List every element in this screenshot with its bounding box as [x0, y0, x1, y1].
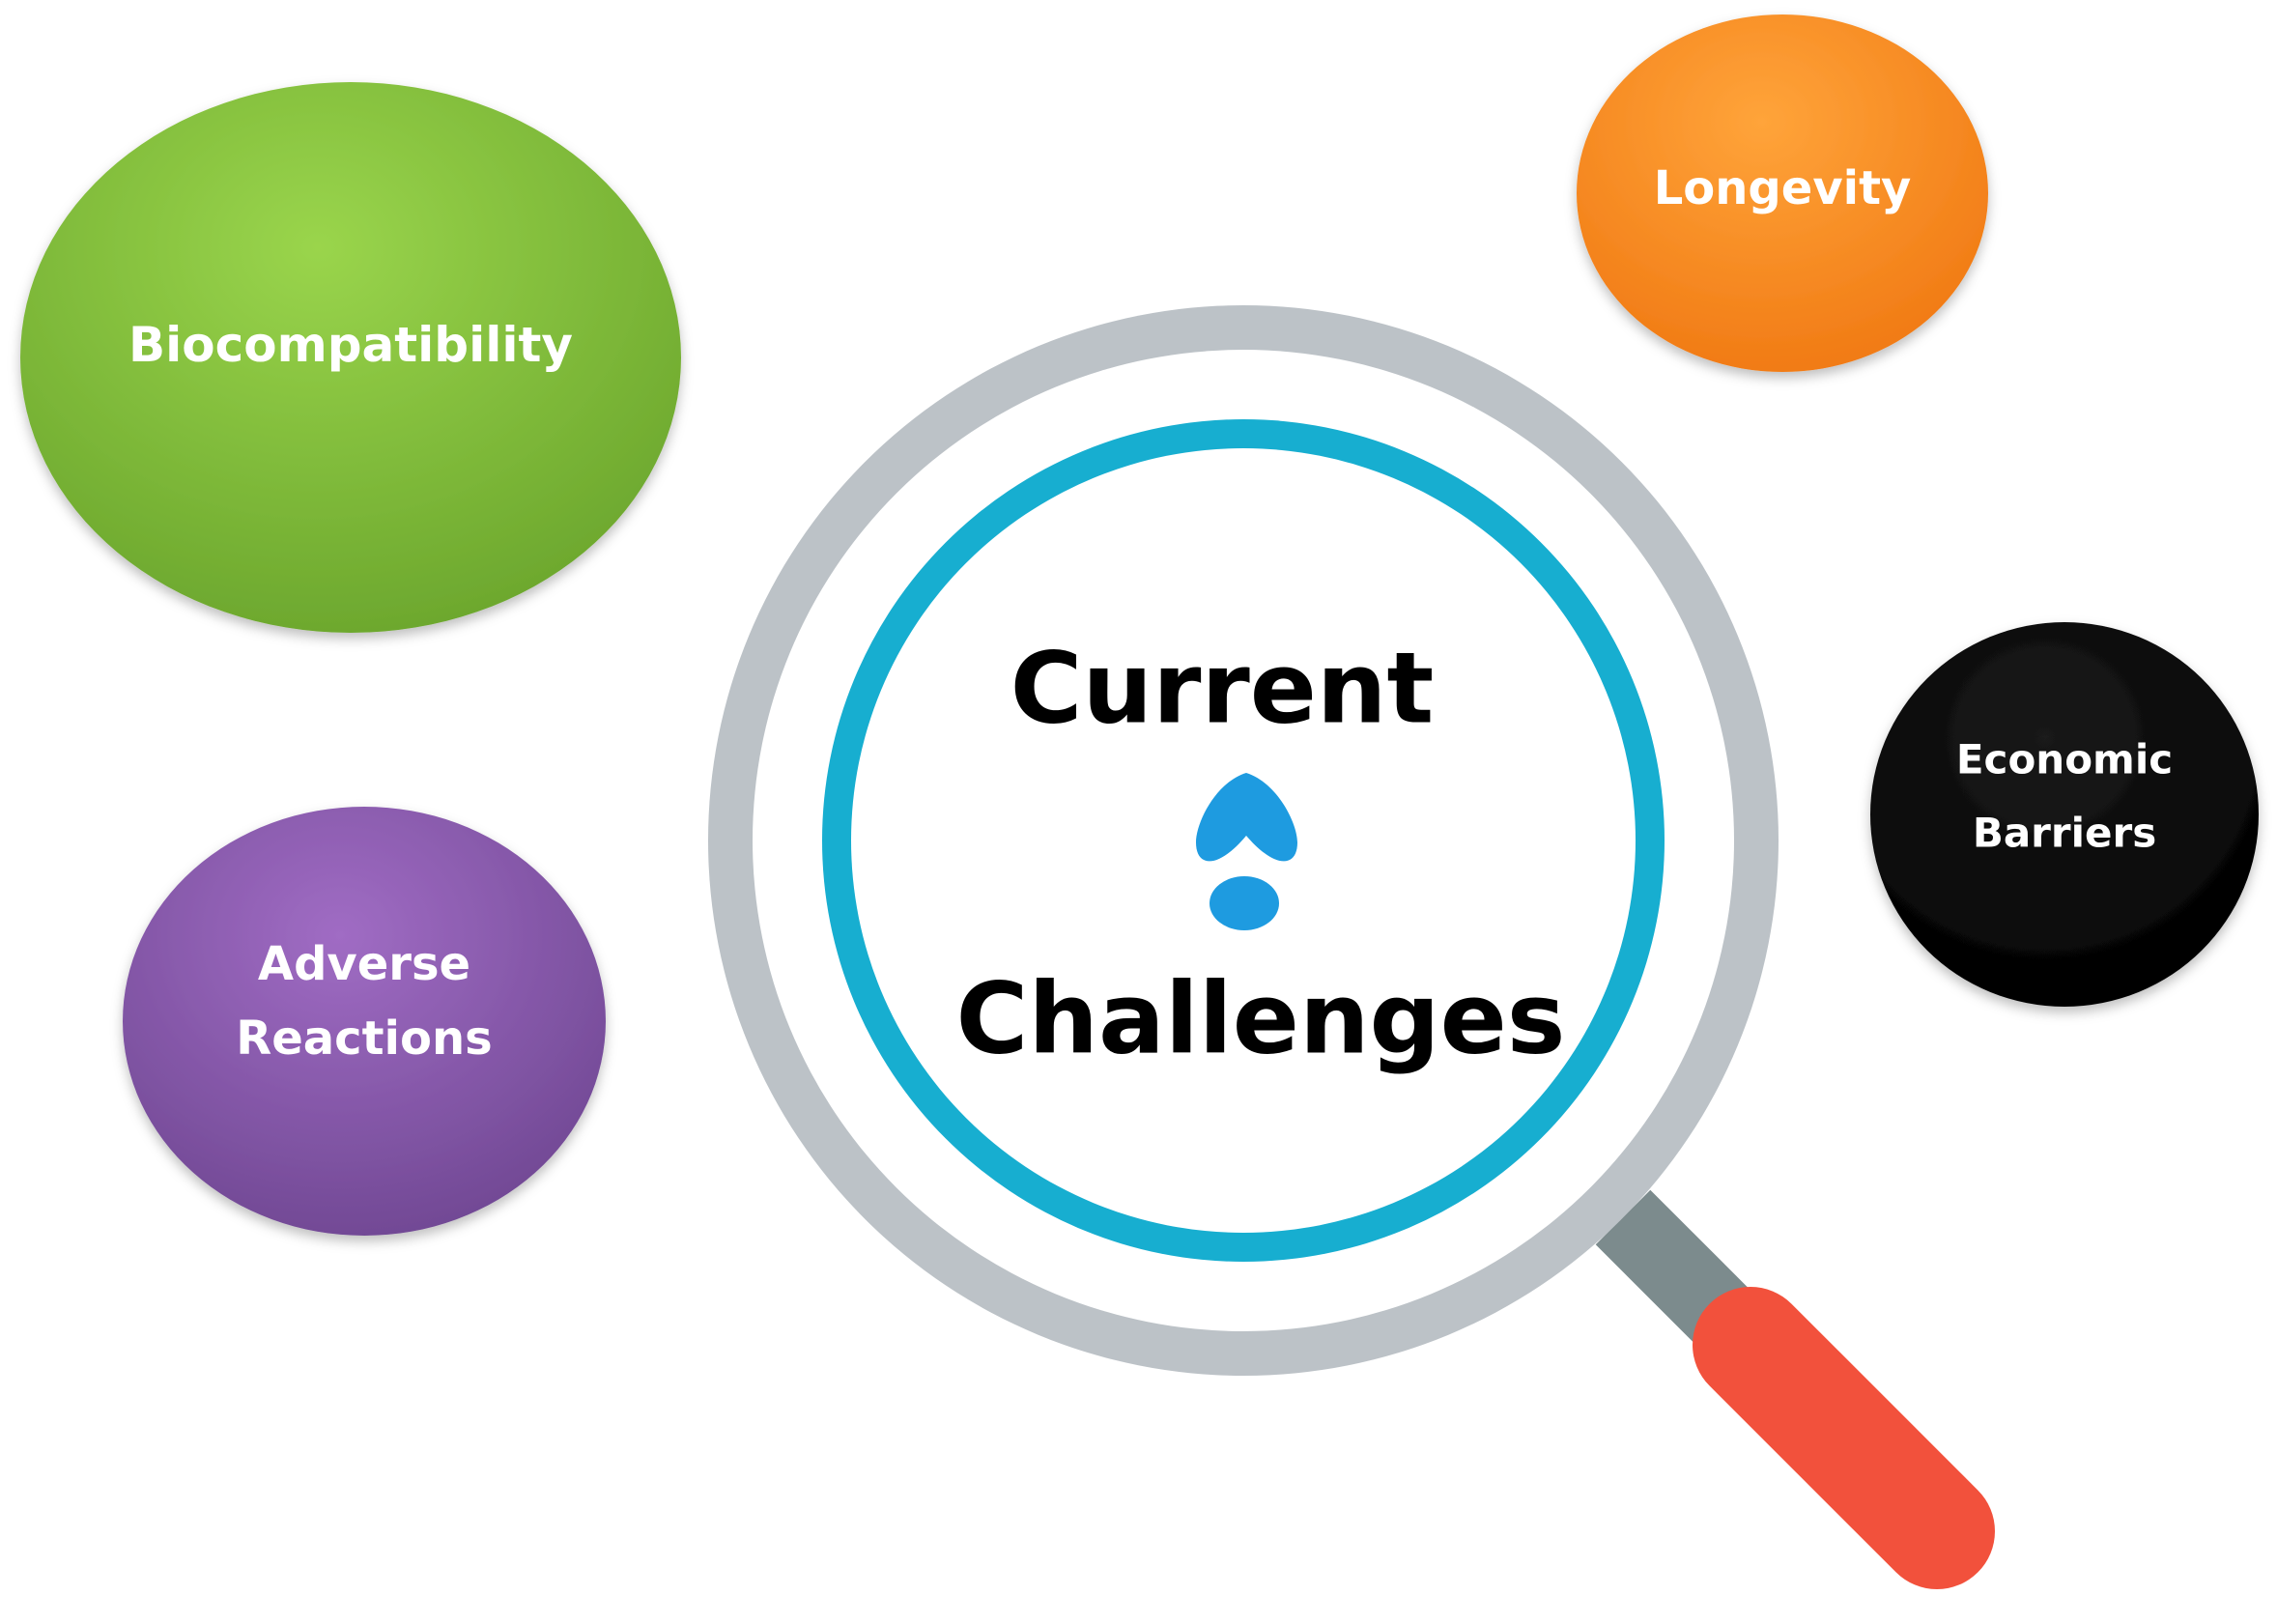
bubble-adverse-reactions: Adverse Reactions: [123, 807, 606, 1236]
magnifier-lens: [851, 448, 1636, 1233]
magnifier-handle-grip: [1693, 1287, 1995, 1589]
bubble-adverse-reactions-shape: [123, 807, 606, 1236]
bubble-biocompatibility: Biocompatibility: [20, 82, 681, 633]
exclamation-mark-stroke: [1196, 773, 1297, 862]
bubble-economic-barriers-shape: [1870, 622, 2259, 1007]
bubble-longevity: Longevity: [1577, 14, 1988, 372]
bubble-longevity-shape: [1577, 14, 1988, 372]
bubble-biocompatibility-label: Biocompatibility: [128, 317, 573, 373]
magnifying-glass-icon: [708, 305, 1995, 1589]
bubble-biocompatibility-shape: [20, 82, 681, 633]
exclamation-mark-icon: [1196, 773, 1297, 930]
center-title-line2: Challenges: [956, 962, 1566, 1077]
bubble-longevity-label: Longevity: [1654, 161, 1912, 215]
exclamation-mark-dot: [1210, 876, 1279, 930]
center-title-line1: Current: [1010, 632, 1435, 747]
bubble-adverse-reactions-line1: Adverse: [258, 937, 470, 991]
bubble-adverse-reactions-line2: Reactions: [236, 1011, 492, 1066]
bubble-economic-barriers-line1: Economic: [1956, 736, 2173, 784]
center-title: Current Challenges: [956, 632, 1566, 1077]
bubble-economic-barriers-line2: Barriers: [1973, 810, 2156, 857]
bubble-economic-barriers: Economic Barriers: [1870, 622, 2259, 1007]
